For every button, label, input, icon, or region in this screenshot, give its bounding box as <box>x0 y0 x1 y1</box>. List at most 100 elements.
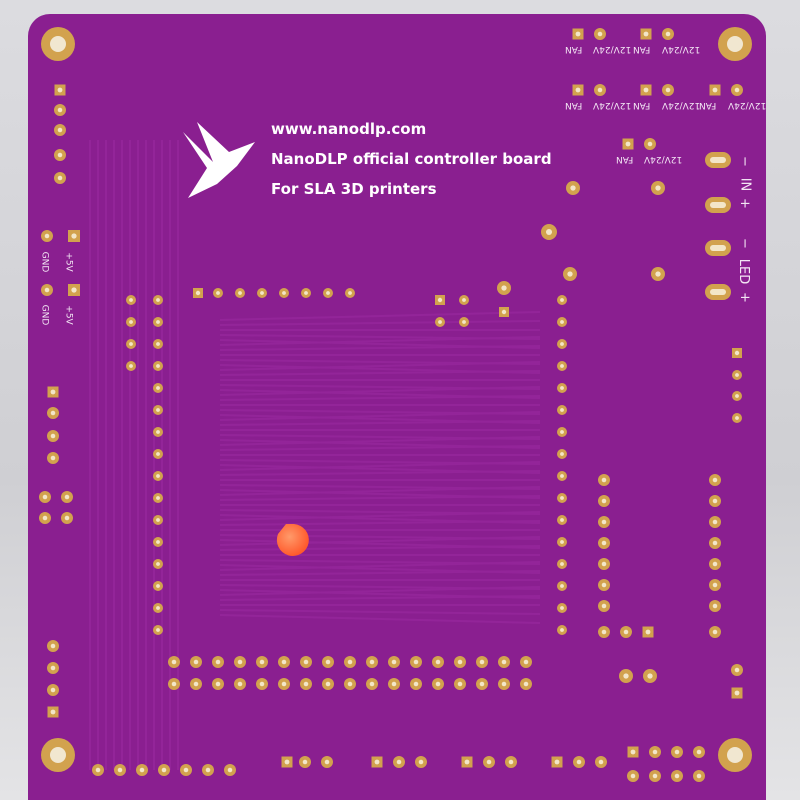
pad-hole-21 <box>44 233 50 239</box>
pad-hole-305 <box>623 673 629 679</box>
pad-hole-41 <box>64 515 70 521</box>
trace-0 <box>219 311 541 321</box>
oval-slot-257 <box>710 245 726 251</box>
pad-hole-25 <box>44 287 50 293</box>
pad-hole-43 <box>50 643 56 649</box>
pad-hole-221 <box>655 185 661 191</box>
pad-hole-63 <box>129 364 133 368</box>
pad-hole-341 <box>486 759 492 765</box>
pad-hole-27 <box>50 389 56 395</box>
pad-hole-127 <box>560 518 564 522</box>
pad-hole-273 <box>601 498 607 504</box>
pad-hole-89 <box>156 628 160 632</box>
gnd-label-1: GND <box>39 251 50 273</box>
volt-label-6: 12V/24V <box>644 154 683 164</box>
fan-label-5: FAN <box>699 100 717 110</box>
pad-hole-49 <box>50 709 56 715</box>
trace-45 <box>219 536 541 546</box>
pad-hole-71 <box>156 430 160 434</box>
pad-hole-353 <box>652 749 658 755</box>
gnd-label-2: GND <box>39 304 50 326</box>
pad-hole-59 <box>129 342 133 346</box>
pad-hole-165 <box>303 681 309 687</box>
trace-59 <box>219 614 541 624</box>
pad-hole-205 <box>523 681 529 687</box>
pad-hole-277 <box>601 519 607 525</box>
pad-hole-147 <box>215 659 221 665</box>
fan-label-3: FAN <box>565 100 583 110</box>
website-label: www.nanodlp.com <box>271 120 427 138</box>
pad-hole-217 <box>501 309 507 315</box>
trace-50 <box>219 561 541 571</box>
pad-hole-199 <box>501 659 507 665</box>
trace-58 <box>219 609 541 615</box>
pad-hole-85 <box>156 584 160 588</box>
pad-hole-153 <box>237 681 243 687</box>
pad-hole-171 <box>347 659 353 665</box>
pad-hole-233 <box>643 31 649 37</box>
crane-bird-logo <box>183 122 255 198</box>
trace-46 <box>219 545 541 551</box>
pad-hole-131 <box>560 562 564 566</box>
pad-hole-31 <box>50 433 56 439</box>
pad-hole-209 <box>462 298 466 302</box>
trace-56 <box>219 595 541 601</box>
pad-hole-133 <box>560 584 564 588</box>
pad-hole-121 <box>560 452 564 456</box>
pad-hole-149 <box>215 681 221 687</box>
trace-16 <box>219 395 541 401</box>
pad-hole-229 <box>575 31 581 37</box>
pad-hole-245 <box>712 87 718 93</box>
pad-hole-23 <box>71 287 77 293</box>
pad-hole-47 <box>50 687 56 693</box>
trace-55 <box>219 586 541 596</box>
pad-hole-29 <box>50 410 56 416</box>
pad-hole-105 <box>348 291 352 295</box>
pad-hole-137 <box>560 628 564 632</box>
pad-hole-243 <box>665 87 671 93</box>
trace-30 <box>219 461 541 471</box>
pad-hole-237 <box>575 87 581 93</box>
pad-hole-291 <box>712 582 718 588</box>
pad-hole-307 <box>647 673 653 679</box>
pad-hole-19 <box>71 233 77 239</box>
trace-36 <box>219 495 541 501</box>
pad-hole-197 <box>479 681 485 687</box>
fan-label-1: FAN <box>565 44 583 54</box>
pad-hole-335 <box>396 759 402 765</box>
oval-slot-253 <box>710 157 726 163</box>
pad-hole-15 <box>57 152 63 158</box>
pad-hole-53 <box>156 298 160 302</box>
pad-hole-77 <box>156 496 160 500</box>
pad-hole-263 <box>735 373 739 377</box>
pad-hole-319 <box>161 767 167 773</box>
pad-hole-219 <box>570 185 576 191</box>
trace-15 <box>219 386 541 396</box>
pad-hole-185 <box>413 681 419 687</box>
mounting-hole-core-7 <box>727 747 743 763</box>
pad-hole-339 <box>464 759 470 765</box>
trace-51 <box>219 570 541 576</box>
pad-hole-241 <box>643 87 649 93</box>
pad-hole-83 <box>156 562 160 566</box>
pad-hole-227 <box>655 271 661 277</box>
pad-hole-55 <box>129 320 133 324</box>
in-plus-label: + <box>736 198 752 209</box>
pad-hole-343 <box>508 759 514 765</box>
trace-10 <box>219 361 541 371</box>
pad-hole-275 <box>712 498 718 504</box>
pad-hole-267 <box>735 416 739 420</box>
pad-hole-143 <box>193 659 199 665</box>
pad-hole-363 <box>674 773 680 779</box>
board-title: NanoDLP official controller board <box>271 150 552 168</box>
led-label: LED <box>736 258 752 285</box>
pad-hole-45 <box>50 665 56 671</box>
pad-hole-139 <box>171 659 177 665</box>
pad-hole-215 <box>501 285 507 291</box>
pad-hole-309 <box>734 667 740 673</box>
pad-hole-365 <box>696 773 702 779</box>
pad-hole-195 <box>479 659 485 665</box>
pad-hole-239 <box>597 87 603 93</box>
plus5v-label-2: +5V <box>63 305 74 325</box>
pad-hole-261 <box>734 350 740 356</box>
